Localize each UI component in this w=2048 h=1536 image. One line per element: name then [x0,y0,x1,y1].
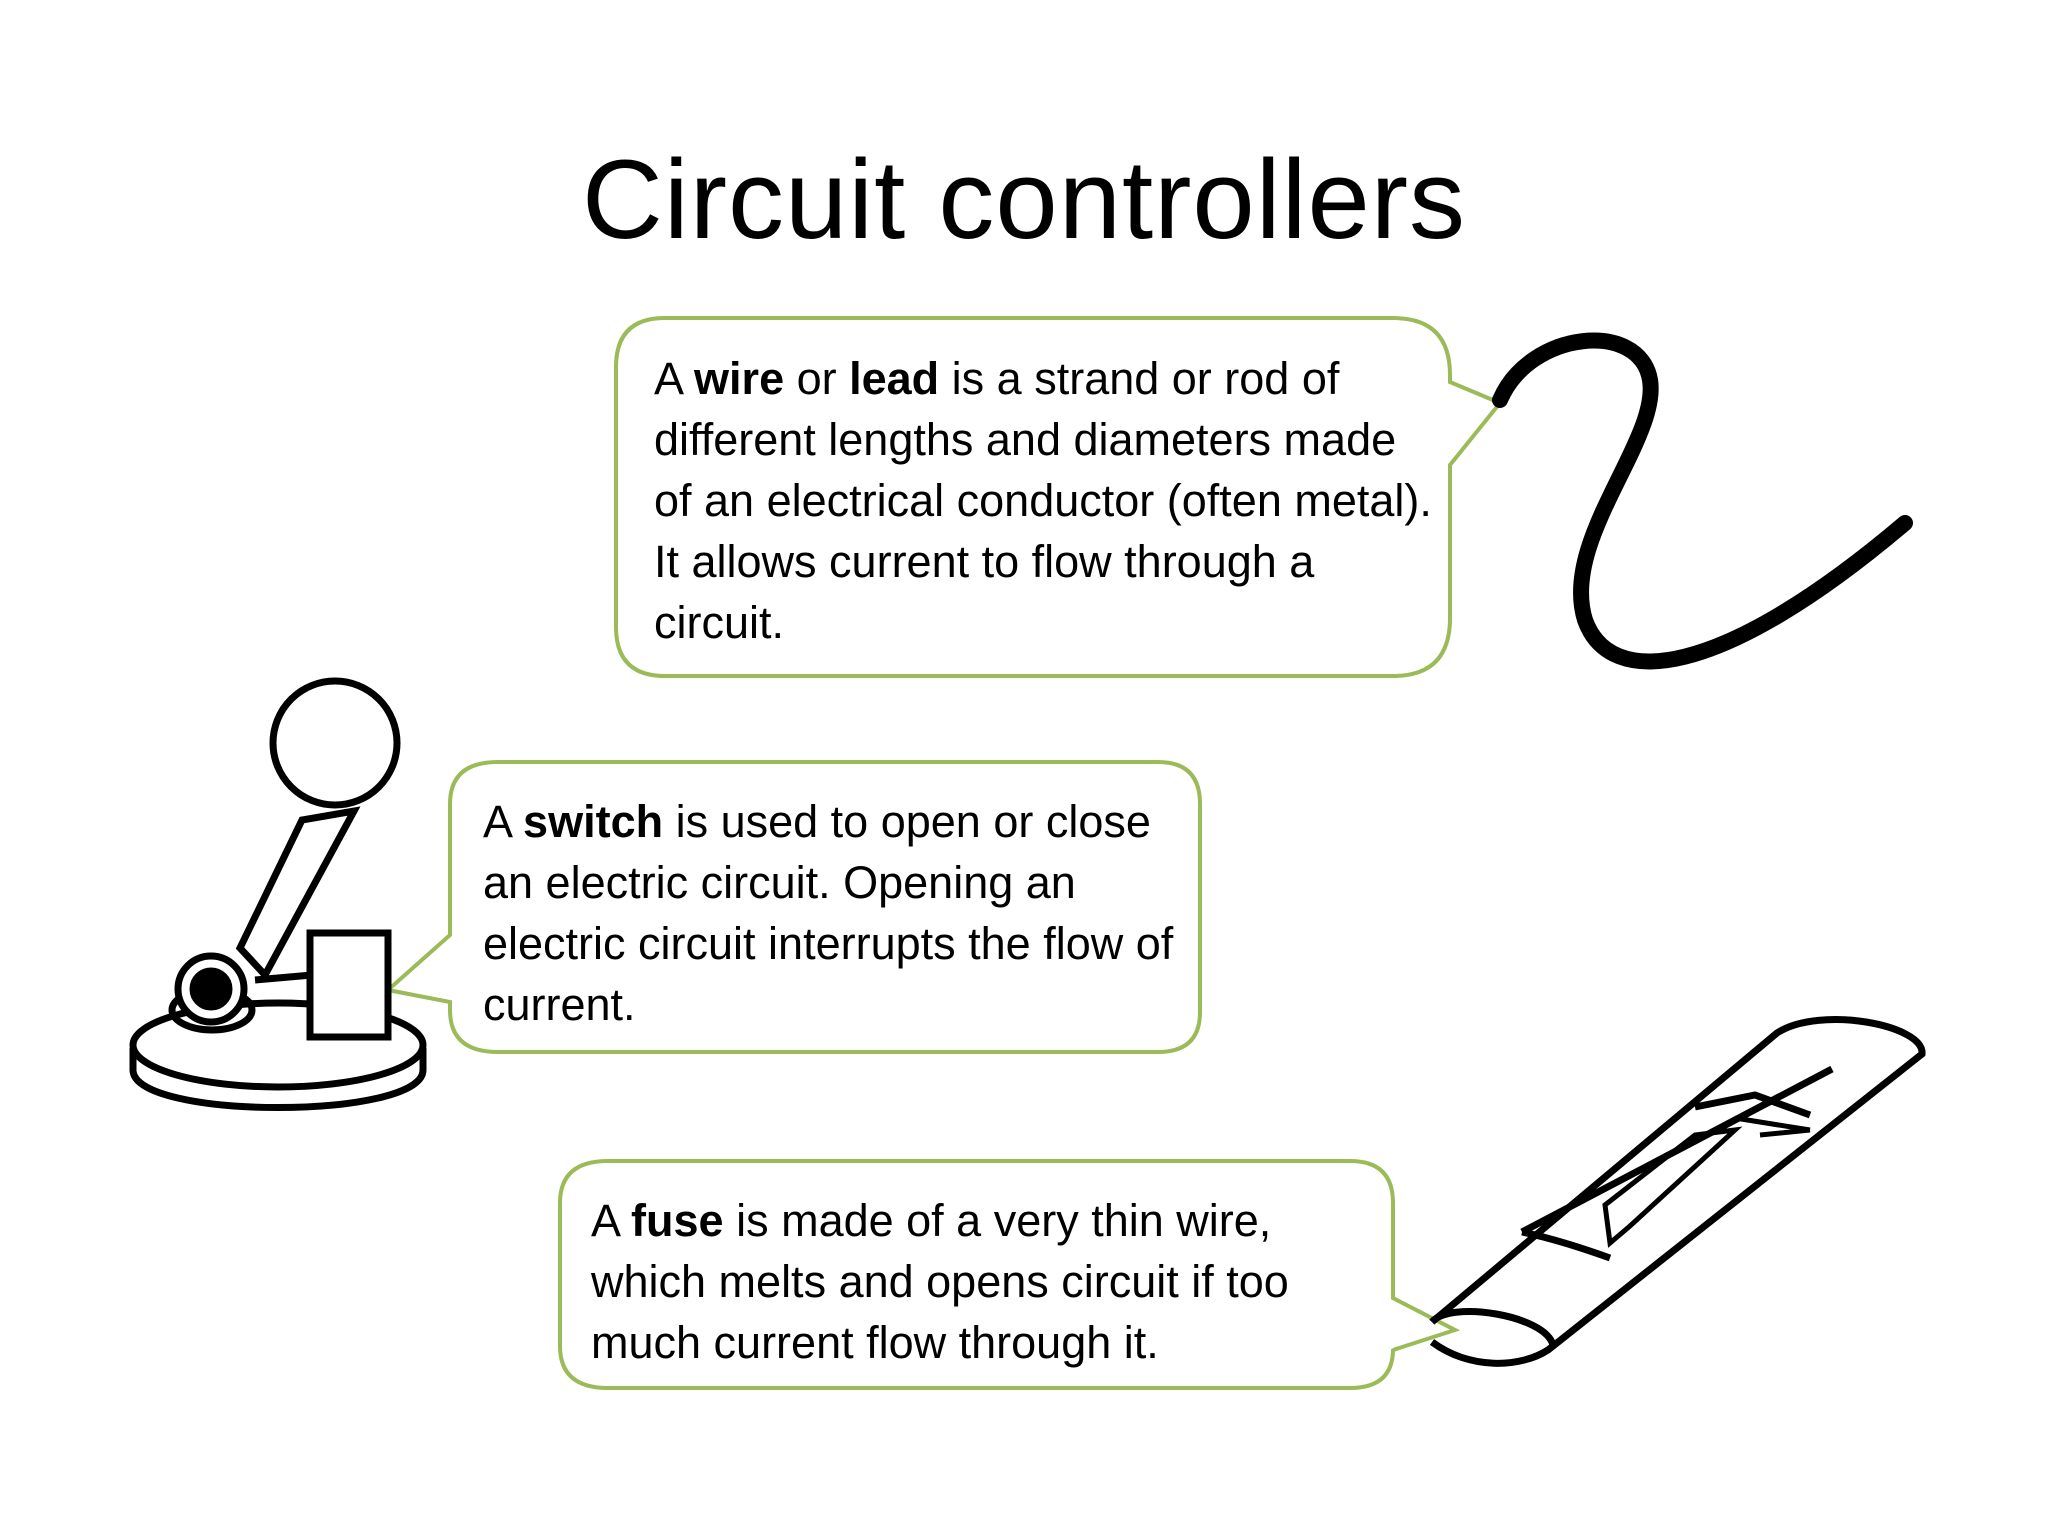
wire-description-connector: or [784,353,850,404]
switch-description: A switch is used to open or close an ele… [483,791,1203,1035]
fuse-description-body: is made of a very thin wire, which melts… [591,1195,1289,1368]
wire-description-body: is a strand or rod of different lengths … [654,353,1432,648]
fuse-description: A fuse is made of a very thin wire, whic… [591,1190,1391,1373]
switch-description-prefix: A [483,796,524,847]
switch-illustration [129,677,427,1111]
switch-term: switch [523,796,664,847]
wire-illustration [1492,332,1913,670]
lead-term: lead [849,353,940,404]
slide-title: Circuit controllers [581,137,1467,262]
fuse-term: fuse [631,1195,724,1246]
switch-description-body: is used to open or close an electric cir… [483,796,1174,1030]
wire-term: wire [694,353,785,404]
fuse-illustration [1429,1016,1926,1367]
fuse-callout-bubble [558,1159,1461,1390]
wire-description-prefix: A [654,353,695,404]
switch-callout-bubble [383,760,1202,1054]
wire-callout-bubble [614,316,1504,678]
fuse-description-prefix: A [591,1195,632,1246]
wire-description: A wire or lead is a strand or rod of dif… [654,348,1434,653]
